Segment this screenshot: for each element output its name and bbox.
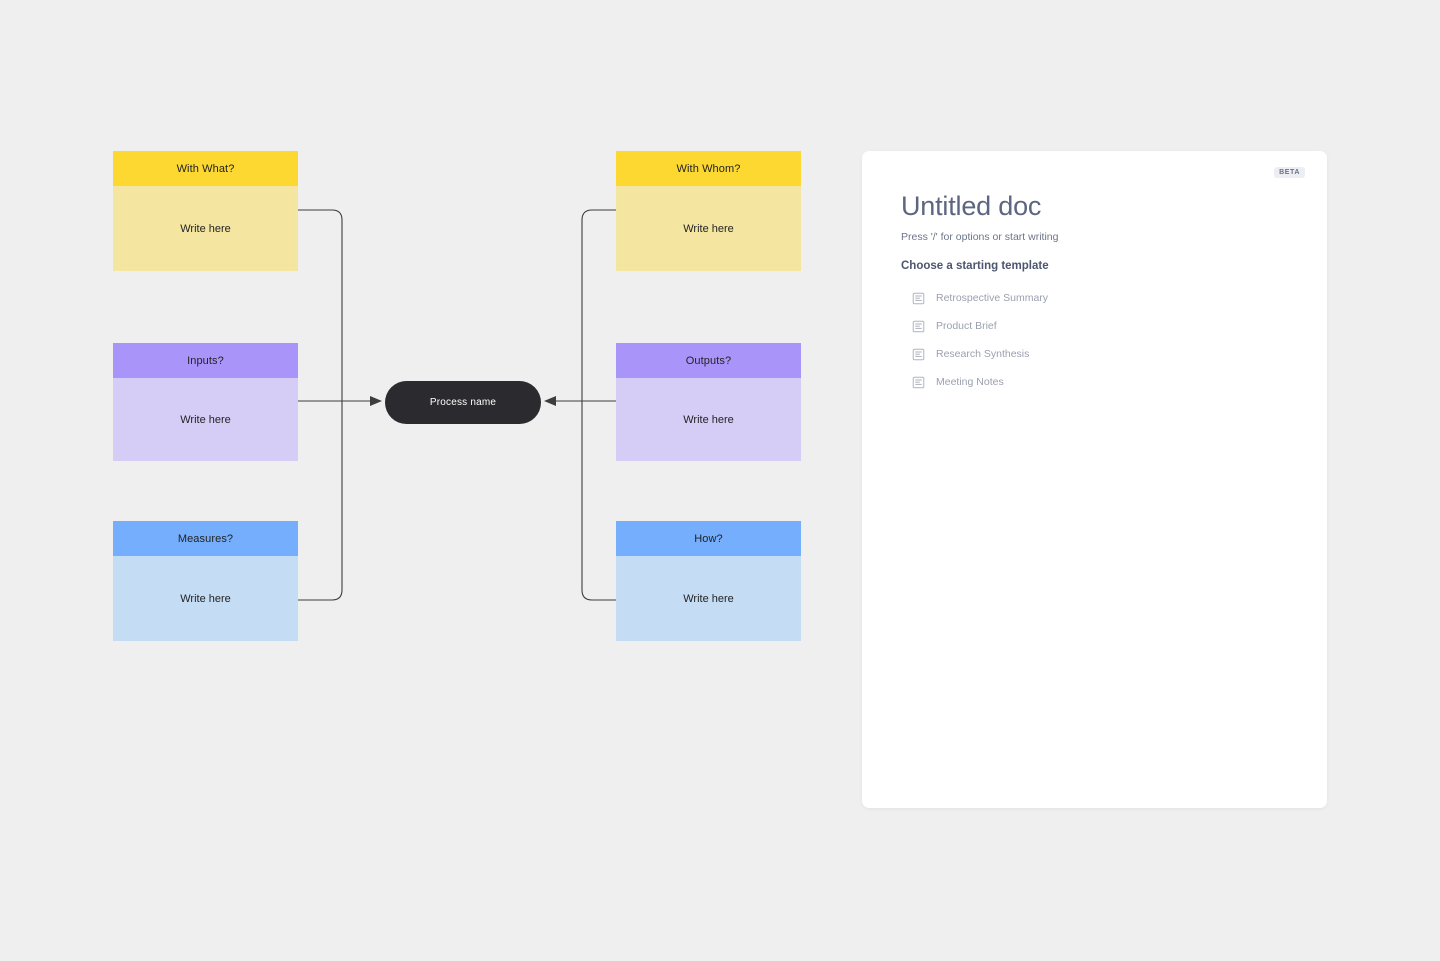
- diagram-card-outputs[interactable]: Outputs? Write here: [616, 343, 801, 461]
- arrowhead-right: [544, 396, 556, 406]
- card-body-with-what[interactable]: Write here: [180, 222, 231, 235]
- card-header-outputs: Outputs?: [616, 343, 801, 378]
- beta-badge: BETA: [1274, 167, 1305, 178]
- template-item-label: Retrospective Summary: [936, 292, 1049, 304]
- template-item-product-brief[interactable]: Product Brief: [901, 312, 1327, 340]
- template-item-label: Meeting Notes: [936, 376, 1004, 388]
- card-body-how[interactable]: Write here: [683, 592, 734, 605]
- card-body-with-whom[interactable]: Write here: [683, 222, 734, 235]
- template-item-meeting-notes[interactable]: Meeting Notes: [901, 368, 1327, 396]
- template-item-research-synthesis[interactable]: Research Synthesis: [901, 340, 1327, 368]
- card-header-how: How?: [616, 521, 801, 556]
- card-header-inputs: Inputs?: [113, 343, 298, 378]
- diagram-card-inputs[interactable]: Inputs? Write here: [113, 343, 298, 461]
- template-item-label: Product Brief: [936, 320, 997, 332]
- document-lines-icon: [912, 320, 925, 333]
- process-node[interactable]: Process name: [385, 381, 541, 424]
- card-header-measures: Measures?: [113, 521, 298, 556]
- diagram-card-measures[interactable]: Measures? Write here: [113, 521, 298, 641]
- doc-panel[interactable]: BETA Untitled doc Press '/' for options …: [862, 151, 1327, 808]
- process-node-label: Process name: [429, 397, 497, 408]
- card-body-measures[interactable]: Write here: [180, 592, 231, 605]
- document-lines-icon: [912, 348, 925, 361]
- diagram-card-with-what[interactable]: With What? Write here: [113, 151, 298, 271]
- diagram-card-how[interactable]: How? Write here: [616, 521, 801, 641]
- card-body-outputs[interactable]: Write here: [683, 413, 734, 426]
- template-list: Retrospective Summary Product Brief: [901, 284, 1327, 396]
- card-header-with-what: With What?: [113, 151, 298, 186]
- doc-title[interactable]: Untitled doc: [901, 191, 1042, 221]
- card-header-with-whom: With Whom?: [616, 151, 801, 186]
- template-section-title: Choose a starting template: [901, 260, 1049, 272]
- doc-placeholder-hint: Press '/' for options or start writing: [901, 231, 1059, 243]
- document-lines-icon: [912, 376, 925, 389]
- card-body-inputs[interactable]: Write here: [180, 413, 231, 426]
- document-lines-icon: [912, 292, 925, 305]
- template-item-label: Research Synthesis: [936, 348, 1030, 360]
- diagram-card-with-whom[interactable]: With Whom? Write here: [616, 151, 801, 271]
- template-item-retrospective-summary[interactable]: Retrospective Summary: [901, 284, 1327, 312]
- arrowhead-left: [370, 396, 382, 406]
